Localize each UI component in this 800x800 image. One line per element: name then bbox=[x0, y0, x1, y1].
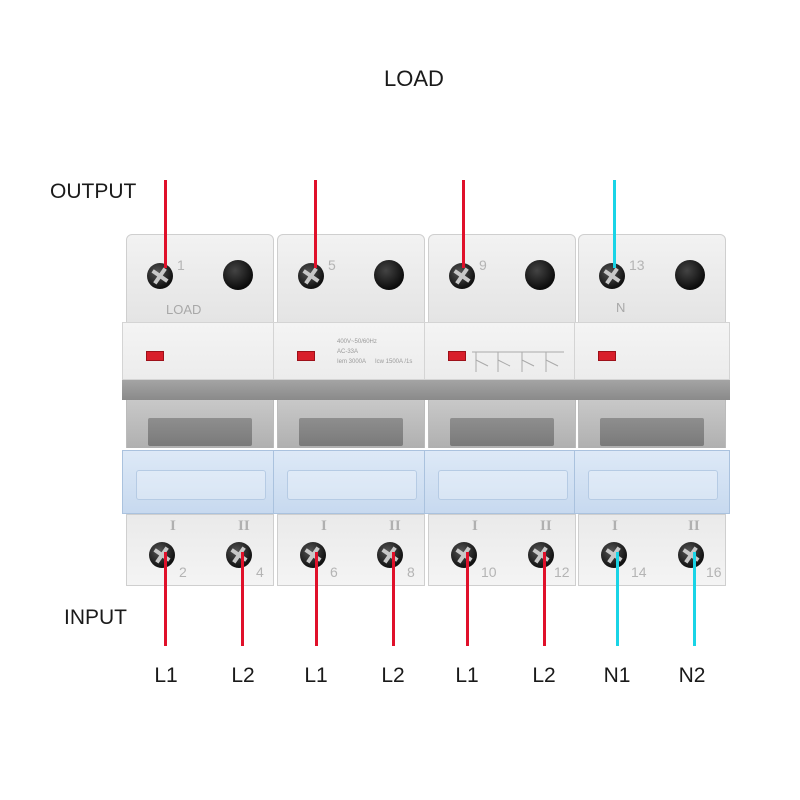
terminal-hole bbox=[675, 260, 705, 290]
switch-module-4: 13 N I II 14 16 bbox=[574, 234, 730, 586]
terminal-block-bottom bbox=[277, 514, 425, 586]
input-wire-5 bbox=[466, 552, 469, 646]
position-one-mark: I bbox=[472, 518, 478, 534]
terminal-screw bbox=[298, 263, 324, 289]
terminal-number: 1 bbox=[177, 257, 185, 273]
switch-handle-rail bbox=[122, 380, 278, 400]
terminal-screw bbox=[599, 263, 625, 289]
switch-module-2: 5 400V~50/60Hz AC-33A Iem 3000A Icw 1500… bbox=[273, 234, 429, 586]
input-wire-7 bbox=[616, 552, 619, 646]
terminal-screw bbox=[678, 542, 704, 568]
terminal-number: 14 bbox=[631, 564, 647, 580]
input-wire-3 bbox=[315, 552, 318, 646]
terminal-number: 9 bbox=[479, 257, 487, 273]
terminal-hole bbox=[223, 260, 253, 290]
terminal-number: 16 bbox=[706, 564, 722, 580]
terminal-screw bbox=[377, 542, 403, 568]
input-wire-label: L1 bbox=[304, 664, 328, 687]
switch-handle-rail bbox=[574, 380, 730, 400]
status-indicator bbox=[146, 351, 164, 361]
status-indicator bbox=[598, 351, 616, 361]
terminal-number: 12 bbox=[554, 564, 570, 580]
terminal-number: 6 bbox=[330, 564, 338, 580]
cover-window bbox=[287, 470, 417, 500]
output-wire-l2 bbox=[314, 180, 317, 268]
terminal-screw bbox=[149, 542, 175, 568]
cover-window bbox=[438, 470, 568, 500]
input-wire-1 bbox=[164, 552, 167, 646]
terminal-number: 13 bbox=[629, 257, 645, 273]
terminal-number: 4 bbox=[256, 564, 264, 580]
position-one-mark: I bbox=[321, 518, 327, 534]
input-wire-8 bbox=[693, 552, 696, 646]
terminal-block-bottom bbox=[126, 514, 274, 586]
rating-line: Icw 1500A /1s bbox=[375, 359, 413, 365]
cover-window bbox=[588, 470, 718, 500]
output-wire-l1 bbox=[164, 180, 167, 268]
terminal-block-bottom bbox=[578, 514, 726, 586]
terminal-plate-label: LOAD bbox=[166, 302, 202, 317]
terminal-screw bbox=[226, 542, 252, 568]
terminal-screw bbox=[300, 542, 326, 568]
switch-handle-grip bbox=[148, 418, 252, 446]
position-two-mark: II bbox=[389, 518, 401, 534]
terminal-number: 8 bbox=[407, 564, 415, 580]
output-label: OUTPUT bbox=[50, 180, 137, 203]
terminal-hole bbox=[525, 260, 555, 290]
rating-line: AC-33A bbox=[337, 349, 359, 355]
rating-line: 400V~50/60Hz bbox=[337, 339, 377, 345]
transparent-cover bbox=[273, 450, 429, 514]
transparent-cover bbox=[122, 450, 278, 514]
input-wire-2 bbox=[241, 552, 244, 646]
input-wire-label: N2 bbox=[678, 664, 706, 687]
terminal-hole bbox=[374, 260, 404, 290]
input-label: INPUT bbox=[64, 606, 127, 629]
rating-line: Iem 3000A bbox=[337, 359, 367, 365]
input-wire-label: N1 bbox=[603, 664, 631, 687]
terminal-number: 5 bbox=[328, 257, 336, 273]
input-wire-6 bbox=[543, 552, 546, 646]
switch-module-1: 1 LOAD I II 2 4 bbox=[122, 234, 278, 586]
terminal-screw bbox=[528, 542, 554, 568]
input-wire-label: L2 bbox=[532, 664, 556, 687]
switch-module-3: 9 I II 10 12 bbox=[424, 234, 580, 586]
terminal-number: 10 bbox=[481, 564, 497, 580]
terminal-screw bbox=[147, 263, 173, 289]
output-wire-n bbox=[613, 180, 616, 268]
output-wire-l3 bbox=[462, 180, 465, 268]
switch-handle-rail bbox=[273, 380, 429, 400]
position-one-mark: I bbox=[170, 518, 176, 534]
transparent-cover bbox=[424, 450, 580, 514]
status-indicator bbox=[297, 351, 315, 361]
position-two-mark: II bbox=[688, 518, 700, 534]
terminal-plate-label: N bbox=[616, 300, 626, 315]
cover-window bbox=[136, 470, 266, 500]
position-two-mark: II bbox=[540, 518, 552, 534]
position-one-mark: I bbox=[612, 518, 618, 534]
switch-handle-grip bbox=[600, 418, 704, 446]
wiring-schematic bbox=[472, 351, 564, 372]
terminal-screw bbox=[601, 542, 627, 568]
position-two-mark: II bbox=[238, 518, 250, 534]
input-wire-label: L1 bbox=[154, 664, 178, 687]
terminal-number: 2 bbox=[179, 564, 187, 580]
switch-handle-grip bbox=[299, 418, 403, 446]
input-wire-label: L2 bbox=[231, 664, 255, 687]
switch-handle-grip bbox=[450, 418, 554, 446]
transparent-cover bbox=[574, 450, 730, 514]
switch-handle-rail bbox=[424, 380, 580, 400]
status-indicator bbox=[448, 351, 466, 361]
input-wire-label: L1 bbox=[455, 664, 479, 687]
input-wire-label: L2 bbox=[381, 664, 405, 687]
load-title: LOAD bbox=[384, 66, 444, 91]
input-wire-4 bbox=[392, 552, 395, 646]
terminal-screw bbox=[451, 542, 477, 568]
